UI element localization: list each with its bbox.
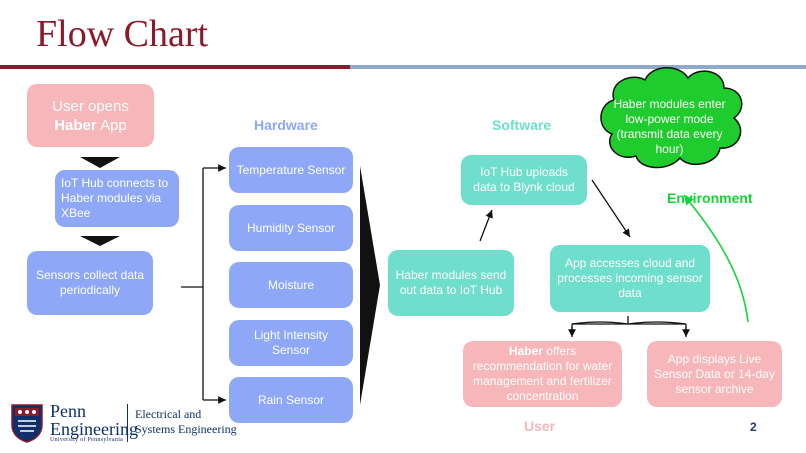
haber-offers-box: Haber offers recommendation for water ma… [463,341,622,407]
sensor-light-intensity: Light Intensity Sensor [229,320,353,366]
iot-connect-box: IoT Hub connects to Haber modules via XB… [55,170,179,227]
user-opens-suffix: App [96,116,127,134]
sensor-bracket [181,168,204,400]
penn-line2: Engineering [50,419,138,439]
penn-line1: Penn [50,401,86,421]
environment-header: Environment [667,190,753,206]
sensor-light-label: Light Intensity Sensor [253,328,329,357]
software-header: Software [492,117,552,133]
haber-send-box: Haber modules send out data to IoT Hub [388,250,514,316]
sensor-rain-label: Rain Sensor [257,392,325,407]
user-split-curl [571,321,687,325]
iot-upload-text: IoT Hub uploads data to Blynk cloud [473,165,575,194]
arrow-to-app-access [591,179,631,238]
penn-university-line: University of Pennsylvania [50,437,124,443]
iot-upload-box: IoT Hub uploads data to Blynk cloud [461,155,587,205]
user-opens-bold: Haber [54,116,97,134]
sensor-temperature: Temperature Sensor [229,147,353,193]
sensor-humidity: Humidity Sensor [229,205,353,251]
app-access-text: App accesses cloud and processes incomin… [557,256,703,300]
app-access-box: App accesses cloud and processes incomin… [550,245,710,312]
app-displays-box: App displays Live Sensor Data or 14-day … [647,341,782,407]
arrow-to-iot-upload [479,209,493,242]
user-opens-prefix: User opens [52,97,129,115]
sensors-collect-box: Sensors collect data periodically [27,251,153,315]
hardware-header: Hardware [254,117,318,133]
sensor-temperature-label: Temperature Sensor [236,162,346,177]
dept-line2: Systems Engineering [135,422,237,436]
title-rule-blue [350,65,806,69]
page-title: Flow Chart [36,13,209,55]
cloud-shape [600,67,743,169]
user-header: User [524,418,556,434]
app-displays-text: App displays Live Sensor Data or 14-day … [654,351,775,396]
haber-send-text: Haber modules send out data to IoT Hub [395,268,507,297]
title-rule-red [0,65,350,69]
penn-shield-logo [11,404,43,443]
big-right-arrow [360,166,380,405]
down-arrow-2 [80,236,120,246]
user-opens-app-box: User opens Haber App [27,84,154,147]
haber-offers-bold: Haber [508,344,543,358]
sensors-collect-text: Sensors collect data periodically [35,268,145,297]
sensor-rain: Rain Sensor [229,377,353,423]
user-split [571,316,687,334]
page-number: 2 [750,420,757,434]
down-arrow-1 [80,157,120,168]
sensor-moisture: Moisture [229,262,353,308]
department-name: Electrical and Systems Engineering [135,407,237,437]
iot-connect-text: IoT Hub connects to Haber modules via XB… [61,176,169,220]
penn-engineering-wordmark: Penn Engineering [50,402,138,438]
cloud-text: Haber modules enter low-power mode (tran… [613,97,726,156]
haber-offers-text: offers recommendation for water manageme… [472,344,613,403]
sensor-humidity-label: Humidity Sensor [246,220,336,235]
sensor-moisture-label: Moisture [267,277,314,292]
footer-divider [127,404,128,442]
dept-line1: Electrical and [135,407,202,421]
environment-arrow [683,194,749,323]
